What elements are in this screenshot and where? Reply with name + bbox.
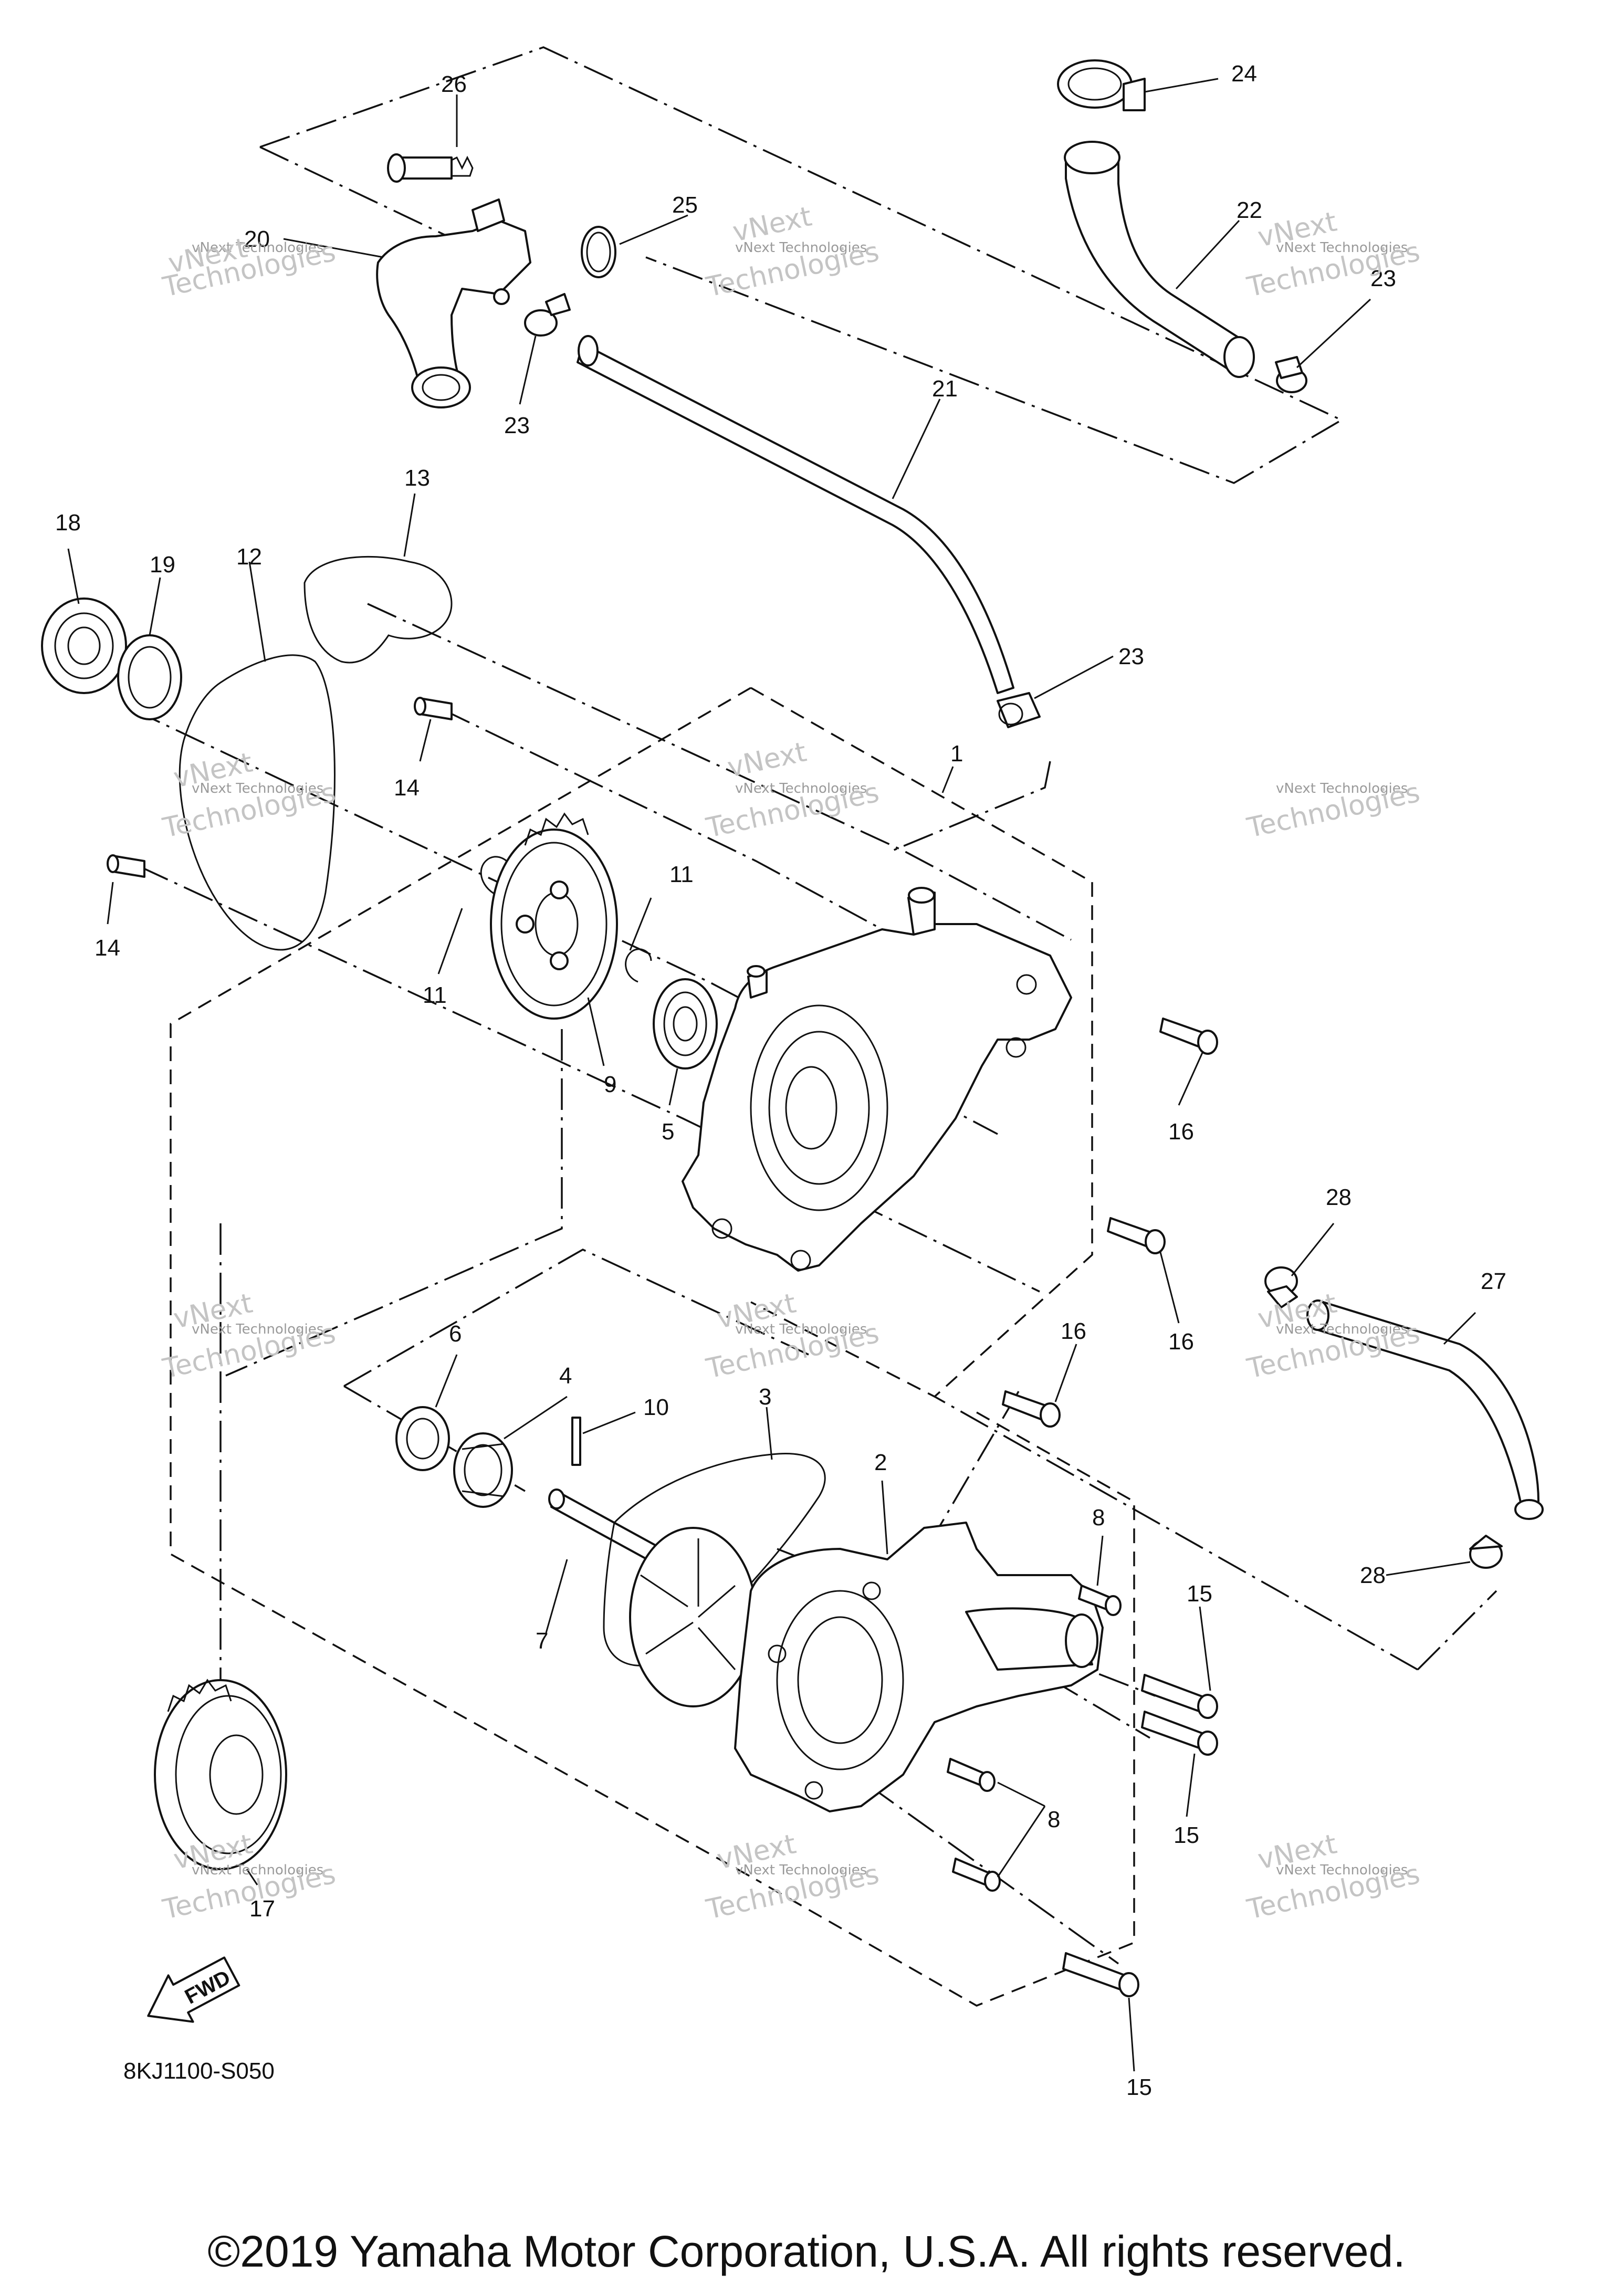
- watermark: vNext Technologies vNext Technologies: [1244, 1287, 1422, 1385]
- svg-text:vNext Technologies: vNext Technologies: [1276, 1322, 1408, 1337]
- callout-9: 9: [604, 1072, 616, 1097]
- forward-arrow-icon: FWD: [147, 1956, 240, 2023]
- clamp-23-right: [1275, 356, 1307, 393]
- hose-21: [577, 335, 1014, 694]
- svg-text:vNext: vNext: [725, 736, 809, 783]
- o-ring-3: [603, 1453, 826, 1666]
- callout-11-b: 11: [423, 982, 447, 1008]
- gear-17: [154, 1679, 287, 1870]
- callout-10: 10: [643, 1395, 669, 1420]
- callout-23-b: 23: [1370, 266, 1396, 291]
- pump-housing-2: [734, 1522, 1104, 1812]
- clamp-28-top: [1264, 1266, 1298, 1308]
- callout-5: 5: [662, 1119, 674, 1145]
- callout-15-c: 15: [1126, 2074, 1152, 2100]
- callout-4: 4: [559, 1363, 572, 1389]
- callout-16-a: 16: [1168, 1119, 1194, 1145]
- svg-text:vNext Technologies: vNext Technologies: [192, 1862, 323, 1878]
- watermark: vNext Technologies vNext Technologies: [160, 232, 338, 303]
- bearing-18: [41, 597, 127, 694]
- svg-text:vNext Technologies: vNext Technologies: [192, 240, 323, 256]
- bolt-26: [387, 153, 474, 183]
- callout-labels: 26 25 20 23 24 22 23 21 13 18 19 12 23 1…: [55, 61, 1506, 2100]
- svg-text:vNext Technologies: vNext Technologies: [735, 1862, 867, 1878]
- o-ring-25: [581, 226, 616, 278]
- callout-13: 13: [404, 465, 430, 491]
- bolts-15: [1062, 1674, 1218, 1997]
- oil-seal-6: [395, 1406, 450, 1471]
- callout-22: 22: [1237, 197, 1262, 223]
- copyright-notice: ©2019 Yamaha Motor Corporation, U.S.A. A…: [207, 2227, 1406, 2276]
- watermark: vNext Technologies vNext Technologies: [703, 736, 882, 844]
- pump-cover-1: [682, 887, 1072, 1272]
- bolts-16: [1002, 1018, 1218, 1428]
- callout-11-a: 11: [669, 862, 694, 887]
- bearing-5: [653, 978, 718, 1070]
- watermark: vNext Technologies vNext Technologies: [160, 1287, 338, 1385]
- callout-15-a: 15: [1187, 1581, 1212, 1607]
- callout-14-a: 14: [394, 775, 420, 801]
- hose-joint-20: [376, 198, 531, 408]
- gasket-13: [303, 555, 453, 664]
- watermark: vNext Technologies Technologies: [1244, 777, 1422, 844]
- svg-text:vNext Technologies: vNext Technologies: [735, 240, 867, 256]
- oil-seal-19: [117, 634, 182, 720]
- impeller: [629, 1527, 757, 1707]
- watermark: vNext Technologies vNext Technologies: [703, 1828, 882, 1925]
- callout-16-c: 16: [1061, 1318, 1086, 1344]
- callout-25: 25: [672, 192, 698, 218]
- o-ring-12: [179, 654, 336, 951]
- callout-20: 20: [244, 226, 270, 252]
- watermark: vNext Technologies vNext Technologies: [160, 747, 338, 844]
- callout-16-b: 16: [1168, 1329, 1194, 1355]
- callout-27: 27: [1481, 1268, 1506, 1294]
- dowel-pins-14: [107, 697, 453, 878]
- gear-9: [490, 812, 618, 1020]
- leader-lines: [67, 78, 1476, 2072]
- hose-22: [1064, 141, 1255, 378]
- clamp-28-bottom: [1469, 1535, 1503, 1569]
- callout-23-c: 23: [1118, 644, 1144, 669]
- svg-text:vNext Technologies: vNext Technologies: [1276, 240, 1408, 256]
- callout-12: 12: [236, 544, 262, 570]
- clamp-24: [1057, 59, 1146, 111]
- watermark: vNext Technologies vNext Technologies: [1244, 1828, 1422, 1925]
- callout-15-b: 15: [1174, 1822, 1199, 1848]
- svg-text:vNext Technologies: vNext Technologies: [1276, 1862, 1408, 1878]
- mechanical-seal-4: [453, 1432, 513, 1508]
- callout-1: 1: [950, 741, 963, 767]
- callout-26: 26: [441, 71, 467, 97]
- diagram-code: 8KJ1100-S050: [123, 2058, 275, 2084]
- callout-18: 18: [55, 510, 81, 536]
- callout-8-a: 8: [1092, 1505, 1105, 1530]
- callout-23-a: 23: [504, 413, 530, 438]
- svg-text:vNext Technologies: vNext Technologies: [735, 781, 867, 796]
- callout-17: 17: [249, 1896, 275, 1922]
- watermark: vNext Technologies vNext Technologies: [703, 201, 882, 303]
- svg-text:vNext Technologies: vNext Technologies: [192, 1322, 323, 1337]
- callout-28-b: 28: [1360, 1563, 1386, 1588]
- callout-24: 24: [1231, 61, 1257, 87]
- svg-text:vNext Technologies: vNext Technologies: [192, 781, 323, 796]
- callout-21: 21: [932, 376, 958, 402]
- callout-3: 3: [759, 1384, 771, 1410]
- callout-14-b: 14: [95, 935, 120, 961]
- svg-text:vNext Technologies: vNext Technologies: [735, 1322, 867, 1337]
- circlip-11-right: [625, 948, 652, 983]
- callout-6: 6: [449, 1321, 462, 1347]
- callout-28-a: 28: [1326, 1184, 1352, 1210]
- svg-text:vNext Technologies: vNext Technologies: [1276, 781, 1408, 796]
- clamp-23-top-left: [524, 293, 571, 337]
- pin-10: [571, 1417, 581, 1466]
- callout-19: 19: [150, 552, 175, 578]
- callout-7: 7: [536, 1628, 548, 1654]
- bolts-8: [947, 1585, 1122, 1892]
- callout-8-b: 8: [1048, 1807, 1060, 1832]
- watermark: vNext Technologies vNext Technologies: [703, 1287, 882, 1385]
- clamp-23-center: [997, 692, 1041, 728]
- callout-2: 2: [874, 1450, 887, 1475]
- hose-27: [1306, 1299, 1544, 1520]
